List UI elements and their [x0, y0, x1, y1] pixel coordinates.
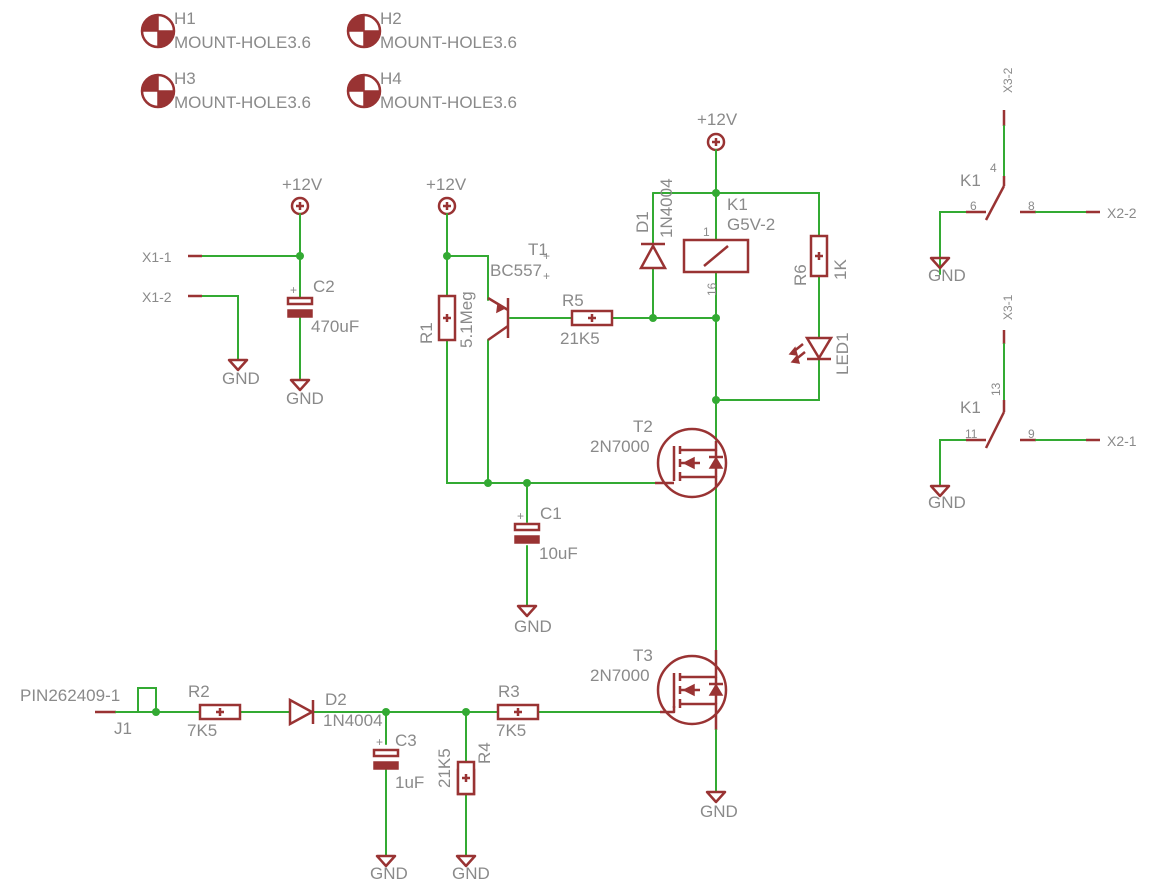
gnd-label-6: GND: [700, 802, 738, 821]
connector-x1-1-label: X1-1: [142, 249, 172, 265]
relay-contact-1: X3-2 4 K1 6 8 X2-2 GND: [928, 67, 1137, 285]
contact-2-pin-common: 13: [989, 382, 1003, 396]
gnd-label-3: GND: [514, 617, 552, 636]
mount-hole-h1: H1 MOUNT-HOLE3.6: [140, 9, 311, 52]
t2-value: 2N7000: [590, 437, 650, 456]
c2-ref: C2: [313, 277, 335, 296]
mount-hole-h2-value: MOUNT-HOLE3.6: [380, 33, 517, 52]
connector-x2-2-label: X2-2: [1107, 205, 1137, 221]
supply-12v-label-3: +12V: [697, 110, 738, 129]
k1-pin-bottom: 16: [705, 282, 719, 296]
gnd-label-8: GND: [928, 493, 966, 512]
svg-text:+: +: [517, 509, 524, 523]
svg-text:+: +: [376, 735, 383, 749]
supply-12v-label-2: +12V: [426, 175, 467, 194]
connector-x1-2-label: X1-2: [142, 289, 172, 305]
connector-x2-1-label: X2-1: [1107, 433, 1137, 449]
j1-value: PIN262409-1: [20, 686, 120, 705]
contact-2-pin-left: 11: [965, 427, 978, 441]
gnd-label-5: GND: [452, 864, 490, 883]
input-section: PIN262409-1 J1 R2 7K5 D2 1N4004 + C3 1uF: [20, 646, 738, 883]
k1-ref: K1: [727, 195, 748, 214]
t3-ref: T3: [633, 646, 653, 665]
mount-hole-h1-ref: H1: [174, 9, 196, 28]
r3-ref: R3: [498, 682, 520, 701]
relay-contact-2: X3-1 13 K1 11 9 X2-1 GND: [928, 294, 1137, 512]
contact-1-ref: K1: [960, 171, 981, 190]
gnd-label-4: GND: [370, 864, 408, 883]
power-input-section: +12V X1-1 X1-2 + C2 470uF GND GND: [142, 175, 359, 408]
r6-ref: R6: [791, 264, 810, 286]
d1-ref: D1: [633, 211, 652, 233]
connector-x3-2-label: X3-2: [1001, 67, 1015, 93]
c1-value: 10uF: [539, 544, 578, 563]
supply-12v-label-1: +12V: [282, 175, 323, 194]
r2-value: 7K5: [187, 721, 217, 740]
mount-hole-h2-ref: H2: [380, 9, 402, 28]
contact-1-pin-common: 4: [990, 161, 997, 175]
d2-ref: D2: [325, 690, 347, 709]
mount-hole-h1-value: MOUNT-HOLE3.6: [174, 33, 311, 52]
mount-hole-h3: H3 MOUNT-HOLE3.6: [140, 69, 311, 112]
contact-1-pin-right: 8: [1028, 199, 1035, 213]
gnd-label-2: GND: [286, 389, 324, 408]
connector-x3-1-label: X3-1: [1001, 294, 1015, 320]
svg-text:+: +: [290, 283, 297, 297]
led1-ref: LED1: [833, 332, 852, 375]
r2-ref: R2: [188, 682, 210, 701]
k1-value: G5V-2: [727, 215, 775, 234]
j1-ref: J1: [114, 719, 132, 738]
svg-text:+: +: [543, 249, 550, 263]
mount-hole-h4-ref: H4: [380, 69, 402, 88]
gnd-label-7: GND: [928, 266, 966, 285]
r4-value: 21K5: [435, 748, 454, 788]
mount-hole-h4: H4 MOUNT-HOLE3.6: [346, 69, 517, 112]
timer-section: +12V R1 5.1Meg T1 BC557 + + R5 21: [417, 175, 720, 636]
t2-ref: T2: [633, 417, 653, 436]
contact-2-pin-right: 9: [1028, 427, 1035, 441]
contact-2-ref: K1: [960, 398, 981, 417]
t3-value: 2N7000: [590, 666, 650, 685]
r5-value: 21K5: [560, 329, 600, 348]
relay-driver-section: +12V D1 1N4004 1 16 K1 G5V-2 R6 1K: [590, 110, 852, 651]
mount-hole-h3-value: MOUNT-HOLE3.6: [174, 93, 311, 112]
r1-value: 5.1Meg: [457, 291, 476, 348]
r1-ref: R1: [417, 322, 436, 344]
gnd-label-1: GND: [222, 369, 260, 388]
r6-value: 1K: [831, 259, 850, 280]
c3-value: 1uF: [395, 773, 424, 792]
k1-pin-top: 1: [703, 225, 710, 239]
mount-hole-h2: H2 MOUNT-HOLE3.6: [346, 9, 517, 52]
d1-value: 1N4004: [657, 178, 676, 238]
c2-value: 470uF: [311, 317, 359, 336]
c1-ref: C1: [540, 504, 562, 523]
r4-ref: R4: [475, 742, 494, 764]
contact-1-pin-left: 6: [970, 199, 977, 213]
t1-value: BC557: [490, 261, 542, 280]
c3-ref: C3: [395, 731, 417, 750]
d2-value: 1N4004: [323, 711, 383, 730]
r3-value: 7K5: [496, 721, 526, 740]
t1-ref: T1: [528, 240, 548, 259]
mount-hole-h3-ref: H3: [174, 69, 196, 88]
svg-text:+: +: [543, 269, 550, 283]
mount-hole-h4-value: MOUNT-HOLE3.6: [380, 93, 517, 112]
r5-ref: R5: [562, 291, 584, 310]
